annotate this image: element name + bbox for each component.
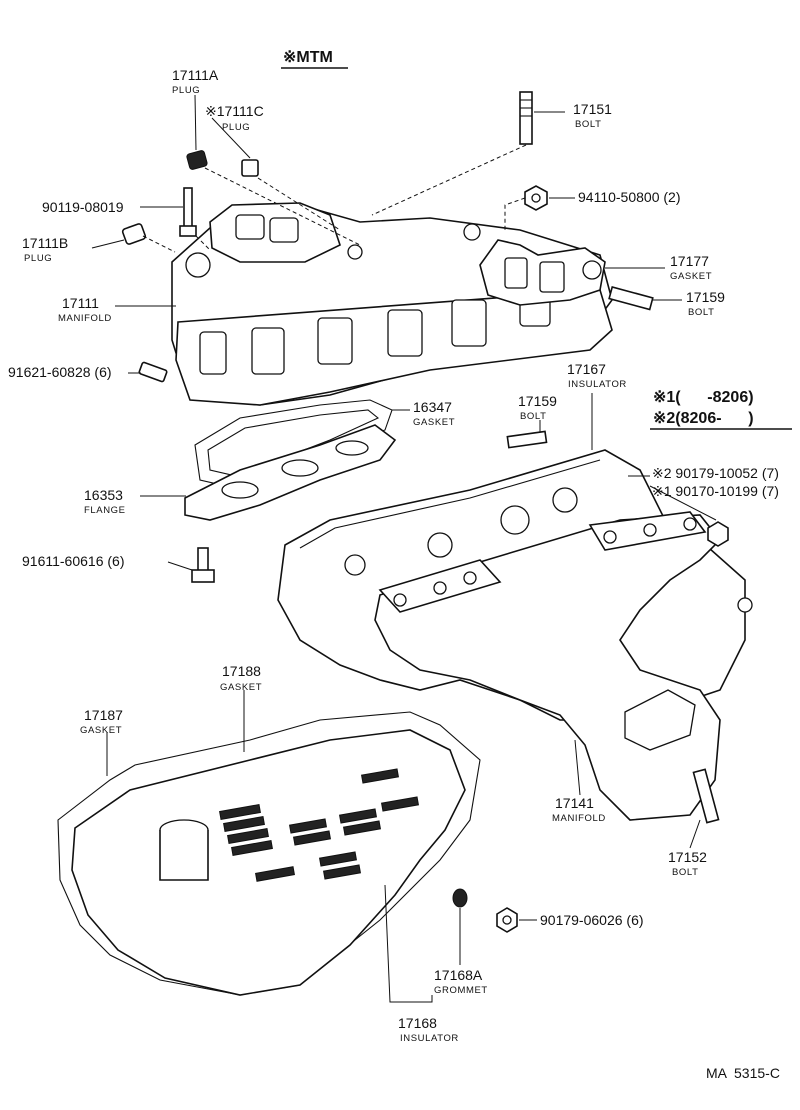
callout-name: INSULATOR (568, 379, 627, 390)
callout-name: INSULATOR (400, 1033, 459, 1044)
callout-name: PLUG (172, 85, 200, 96)
date-range-legend: ※1( -8206) ※2(8206- ) (650, 389, 792, 430)
callout-number: 17159 (518, 393, 557, 409)
callout-number: 91611-60616 (6) (22, 553, 124, 569)
callout-17168: 17168 INSULATOR (398, 1015, 459, 1044)
exhaust-manifold-17141-drawing (374, 430, 753, 824)
callout-17168A: 17168A GROMMET (434, 967, 488, 996)
callout-number: 17187 (84, 707, 123, 723)
callout-number: 90179-06026 (6) (540, 912, 644, 928)
callout-name: FLANGE (84, 505, 126, 516)
callout-name: GASKET (220, 682, 262, 693)
callout-number: 91621-60828 (6) (8, 364, 112, 380)
callout-number: 94110-50800 (2) (578, 189, 680, 205)
callout-number: ※1 90170-10199 (7) (652, 483, 779, 499)
callout-16353: 16353 FLANGE (84, 487, 126, 516)
legend-line-2: ※2(8206- ) (653, 410, 754, 427)
legend-line-1: ※1( -8206) (653, 389, 754, 406)
callout-17151: 17151 BOLT (573, 101, 612, 130)
callout-number: 16347 (413, 399, 452, 415)
callout-name: BOLT (688, 307, 715, 318)
callout-number: 17188 (222, 663, 261, 679)
callout-17159-lower: 17159 BOLT (518, 393, 557, 422)
callout-90170-10199: ※1 90170-10199 (7) (652, 483, 779, 499)
callout-number: 17168 (398, 1015, 437, 1031)
callout-name: GASKET (80, 725, 122, 736)
intake-manifold-drawing (171, 202, 613, 406)
callout-name: BOLT (672, 867, 699, 878)
callout-number: ※2 90179-10052 (7) (652, 465, 779, 481)
callout-labels: 17111A PLUG ※17111C PLUG 17151 BOLT 9011… (8, 67, 779, 1044)
gasket-17177-drawing (479, 239, 606, 306)
callout-number: 17152 (668, 849, 707, 865)
flange-16353-drawing (184, 424, 397, 521)
callout-91621-60828: 91621-60828 (6) (8, 364, 112, 380)
heat-insulator-17168-drawing (57, 711, 518, 996)
variant-note-label: ※MTM (281, 49, 348, 69)
callout-17141: 17141 MANIFOLD (552, 795, 606, 824)
callout-number: 17177 (670, 253, 709, 269)
callout-name: MANIFOLD (58, 313, 112, 324)
callout-number: 16353 (84, 487, 123, 503)
callout-17187: 17187 GASKET (80, 707, 123, 736)
callout-name: GASKET (670, 271, 712, 282)
callout-name: MANIFOLD (552, 813, 606, 824)
callout-17167: 17167 INSULATOR (567, 361, 627, 390)
callout-16347: 16347 GASKET (413, 399, 455, 428)
callout-17111A: 17111A PLUG (172, 67, 219, 96)
callout-90179-06026: 90179-06026 (6) (540, 912, 644, 928)
figure-code: MA 5315-C (706, 1065, 780, 1081)
upper-fasteners-drawing (121, 91, 654, 583)
callout-17159-upper: 17159 BOLT (686, 289, 725, 318)
callout-name: GROMMET (434, 985, 488, 996)
callout-number: 17159 (686, 289, 725, 305)
callout-number: ※17111C (205, 103, 264, 119)
callout-90179-10052: ※2 90179-10052 (7) (652, 465, 779, 481)
callout-91611-60616: 91611-60616 (6) (22, 553, 124, 569)
callout-number: 17111A (172, 67, 219, 83)
callout-94110-50800: 94110-50800 (2) (578, 189, 680, 205)
callout-name: PLUG (24, 253, 52, 264)
callout-number: 17167 (567, 361, 606, 377)
callout-17111C: ※17111C PLUG (205, 103, 264, 133)
callout-name: BOLT (520, 411, 547, 422)
callout-17111: 17111 MANIFOLD (58, 295, 112, 324)
callout-number: 90119-08019 (42, 199, 124, 215)
callout-number: 17111B (22, 235, 68, 251)
leader-lines (91, 94, 717, 1003)
callout-number: 17111 (62, 295, 99, 311)
callout-17188: 17188 GASKET (220, 663, 262, 693)
callout-17177: 17177 GASKET (670, 253, 712, 282)
callout-name: PLUG (222, 122, 250, 133)
callout-number: 17168A (434, 967, 483, 983)
callout-name: GASKET (413, 417, 455, 428)
callout-number: 17141 (555, 795, 594, 811)
callout-number: 17151 (573, 101, 612, 117)
variant-note-text: ※MTM (283, 49, 333, 66)
callout-17152: 17152 BOLT (668, 849, 707, 878)
callout-17111B: 17111B PLUG (22, 235, 68, 264)
callout-name: BOLT (575, 119, 602, 130)
callout-90119-08019: 90119-08019 (42, 199, 124, 215)
